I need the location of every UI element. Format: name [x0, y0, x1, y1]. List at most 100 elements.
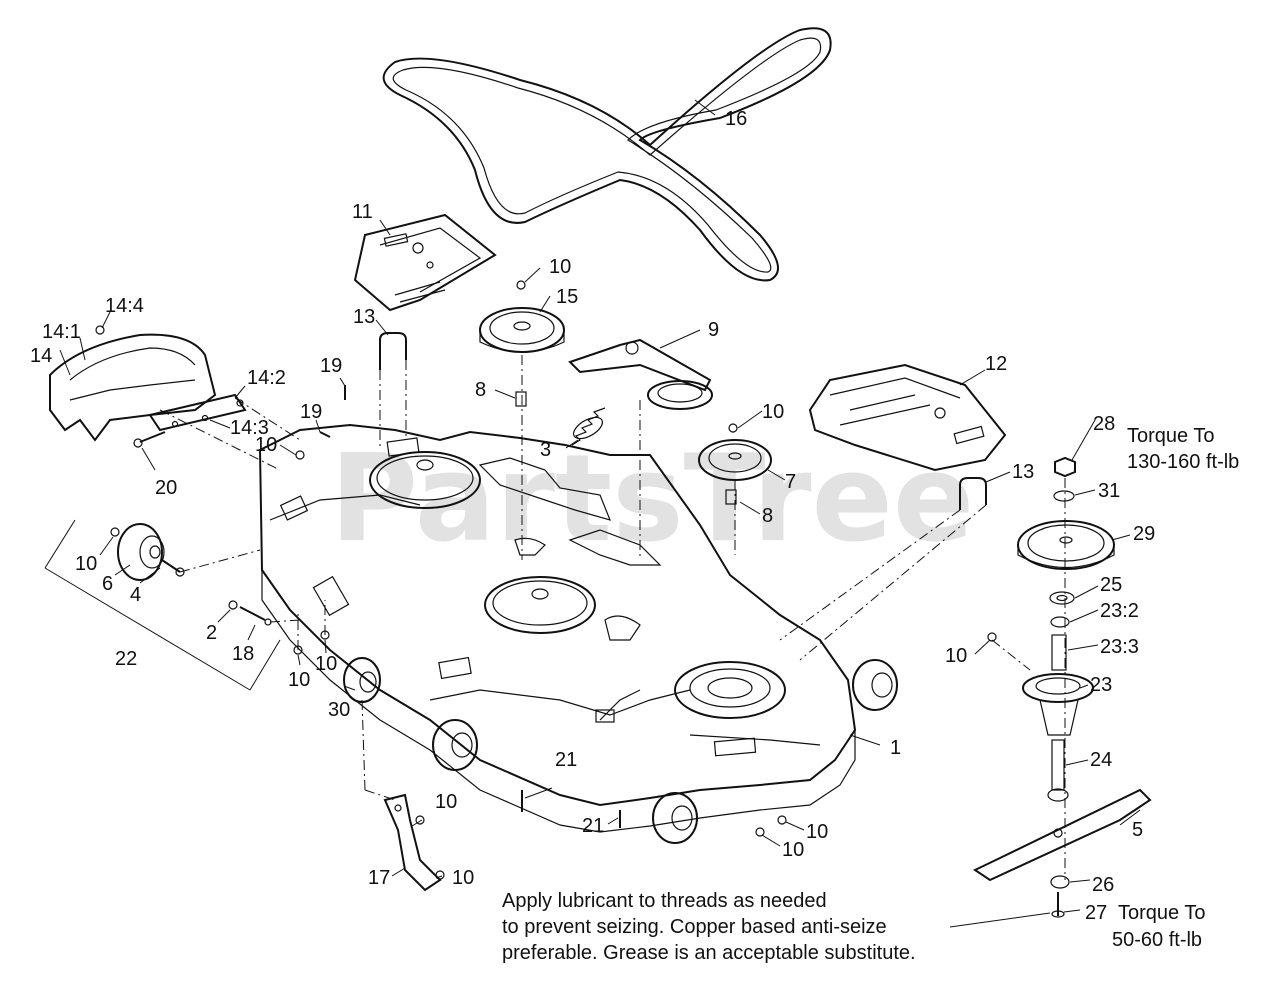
- part-24-spindle-shaft[interactable]: [1047, 739, 1069, 802]
- lubricant-note-line2: to prevent seizing. Copper based anti-se…: [502, 916, 887, 938]
- part-25-spacer[interactable]: [1049, 591, 1075, 605]
- part-15-pulley[interactable]: [479, 307, 565, 353]
- part-8-spacer-b[interactable]: [725, 489, 737, 505]
- label-16: 16: [725, 108, 747, 130]
- deck-decals: [279, 437, 757, 757]
- lubricant-note-line3: preferable. Grease is an acceptable subs…: [502, 942, 916, 964]
- label-23-2: 23:2: [1100, 600, 1139, 622]
- label-13-b: 13: [1012, 461, 1034, 483]
- label-10-h: 10: [452, 867, 474, 889]
- label-30: 30: [328, 699, 350, 721]
- part-28-nut[interactable]: [1054, 456, 1076, 478]
- part-11-belt-cover[interactable]: [353, 213, 497, 312]
- label-7: 7: [785, 471, 796, 493]
- label-18: 18: [232, 643, 254, 665]
- torque-notes: Torque To 130-160 ft-lb Torque To 50-60 …: [1112, 425, 1239, 951]
- deck-center-spindle: [484, 576, 596, 634]
- label-23-3: 23:3: [1100, 636, 1139, 658]
- label-11: 11: [352, 201, 373, 223]
- label-5: 5: [1132, 819, 1143, 841]
- lubricant-note: Apply lubricant to threads as needed to …: [502, 890, 916, 964]
- part-1-deck[interactable]: [258, 423, 857, 833]
- deck-wheels: [432, 659, 898, 844]
- label-2: 2: [206, 622, 217, 644]
- label-28: 28: [1093, 413, 1115, 435]
- label-31: 31: [1098, 480, 1120, 502]
- label-10-k: 10: [945, 645, 967, 667]
- part-6-caster-wheel[interactable]: [117, 523, 165, 581]
- label-17: 17: [368, 867, 390, 889]
- label-21-a: 21: [555, 749, 577, 771]
- label-12: 12: [985, 353, 1007, 375]
- label-24: 24: [1090, 749, 1112, 771]
- part-18-bolt[interactable]: [239, 606, 272, 626]
- label-1: 1: [890, 737, 901, 759]
- part-5-blade[interactable]: [972, 788, 1152, 882]
- part-2-washer[interactable]: [228, 600, 238, 610]
- label-29: 29: [1133, 523, 1155, 545]
- part-3-spring[interactable]: [570, 407, 606, 446]
- part-13-ubolt-right[interactable]: [959, 477, 987, 510]
- part-27-bolt[interactable]: [1051, 892, 1065, 918]
- pins-19-21: [319, 385, 621, 828]
- part-23-spindle-housing[interactable]: [1022, 673, 1094, 736]
- label-26: 26: [1092, 874, 1114, 896]
- torque-lower-line2: 50-60 ft-lb: [1112, 929, 1202, 951]
- part-8-spacer-a[interactable]: [515, 391, 527, 407]
- label-10-d: 10: [75, 553, 97, 575]
- part-26-washer[interactable]: [1050, 875, 1070, 889]
- label-10-j: 10: [782, 839, 804, 861]
- part-29-pulley[interactable]: [1017, 520, 1115, 570]
- label-9: 9: [708, 319, 719, 341]
- label-14-2: 14:2: [247, 367, 286, 389]
- idler-mount-plates: [478, 457, 662, 641]
- label-14-1: 14:1: [42, 321, 81, 343]
- label-14-4: 14:4: [105, 295, 144, 317]
- label-14: 14: [30, 345, 52, 367]
- label-23: 23: [1090, 674, 1112, 696]
- label-25: 25: [1100, 574, 1122, 596]
- label-10-f: 10: [315, 653, 337, 675]
- part-23-2-bearing[interactable]: [1050, 616, 1070, 628]
- part-23-3-sleeve[interactable]: [1051, 634, 1067, 671]
- deck-left-spindle: [369, 451, 481, 509]
- label-22: 22: [115, 648, 137, 670]
- part-labels: 16 11 10 15 9 13 19 19 8 3 10 7 8 12 13 …: [30, 108, 1155, 924]
- label-20: 20: [155, 477, 177, 499]
- torque-lower-line1: Torque To: [1118, 902, 1205, 924]
- label-3: 3: [540, 439, 551, 461]
- deck-right-spindle: [674, 661, 786, 719]
- part-14-front-cover[interactable]: [49, 333, 217, 442]
- label-10-b: 10: [762, 401, 784, 423]
- part-4-axle-bolt[interactable]: [161, 559, 185, 577]
- part-16-belt[interactable]: [382, 27, 832, 282]
- label-13-a: 13: [353, 306, 375, 328]
- part-30-roller[interactable]: [343, 657, 381, 703]
- label-27: 27: [1085, 902, 1107, 924]
- part-12-belt-cover[interactable]: [808, 363, 1007, 472]
- part-20-pin[interactable]: [133, 431, 166, 448]
- label-10-i: 10: [806, 821, 828, 843]
- label-10-a: 10: [549, 256, 571, 278]
- label-8-b: 8: [762, 505, 773, 527]
- part-22-outline: [44, 519, 281, 691]
- assembly-lines: [159, 355, 1066, 880]
- label-8-a: 8: [475, 379, 486, 401]
- label-10-c: 10: [255, 434, 277, 456]
- label-10-e: 10: [288, 669, 310, 691]
- leader-lines: [59, 99, 1141, 928]
- label-10-g: 10: [435, 791, 457, 813]
- part-17-bracket[interactable]: [383, 793, 442, 892]
- label-21-b: 21: [582, 815, 604, 837]
- torque-upper-line2: 130-160 ft-lb: [1127, 451, 1239, 473]
- torque-upper-line1: Torque To: [1127, 425, 1214, 447]
- part-31-washer[interactable]: [1053, 490, 1075, 502]
- label-19-b: 19: [300, 401, 322, 423]
- part-9-idler-arm[interactable]: [568, 338, 713, 410]
- label-14-3: 14:3: [230, 417, 269, 439]
- lubricant-note-line1: Apply lubricant to threads as needed: [502, 890, 827, 912]
- label-6: 6: [102, 573, 113, 595]
- part-13-ubolt-left[interactable]: [379, 332, 407, 370]
- label-4: 4: [130, 584, 141, 606]
